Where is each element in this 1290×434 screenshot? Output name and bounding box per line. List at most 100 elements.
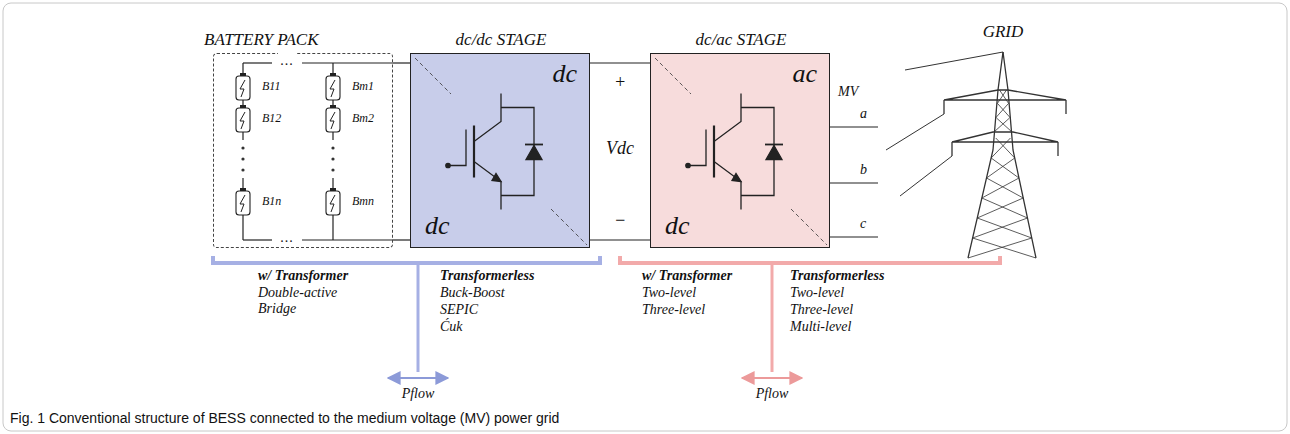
- drawing-part: [417, 263, 420, 372]
- drawing-part: [590, 239, 650, 240]
- drawing-part: [830, 236, 878, 237]
- drawing-part: [241, 157, 244, 160]
- cell-label: Bmn: [352, 195, 374, 209]
- category-heading: w/ Transformer: [642, 268, 732, 284]
- drawing-part: [240, 195, 245, 212]
- converter-box: dc/dc STAGEdcdc: [410, 53, 590, 248]
- drawing-part: [241, 146, 244, 149]
- drawing-part: [732, 174, 741, 182]
- bracket-dcac: [620, 256, 1000, 378]
- drawing-part: [830, 126, 878, 127]
- drawing-part: [243, 239, 272, 240]
- drawing-part: [997, 90, 1007, 104]
- drawing-part: [525, 144, 543, 146]
- topology-name: Three-level: [790, 302, 853, 318]
- port-label: dc: [665, 212, 690, 241]
- drawing-part: [326, 76, 340, 100]
- drawing-part: [551, 209, 587, 245]
- drawing-part: [526, 146, 542, 160]
- cell-label: B11: [262, 80, 280, 94]
- drawing-part: [686, 94, 783, 210]
- drawing-part: [994, 118, 1010, 132]
- phase-label: c: [860, 216, 866, 232]
- drawing-part: [236, 76, 250, 100]
- drawing-part: [943, 100, 944, 114]
- drawing-part: [415, 58, 451, 94]
- drawing-part: [331, 146, 334, 149]
- drawing-part: [240, 80, 245, 97]
- drawing-part: [905, 52, 1003, 70]
- drawing-part: [952, 132, 1058, 142]
- drawing-part: [1000, 90, 1010, 104]
- port-label: dc: [552, 60, 577, 89]
- power-flow-label: Pflow: [402, 386, 435, 402]
- drawing-part: [473, 126, 475, 178]
- drawing-part: [330, 112, 335, 129]
- drawing-part: [655, 58, 691, 94]
- battery-cell: [236, 188, 250, 215]
- battery-cells: [236, 73, 340, 215]
- drawing-part: [951, 142, 952, 156]
- voltage-level: MV: [838, 84, 858, 100]
- topology-name: Two-level: [790, 285, 844, 301]
- drawing-part: [982, 178, 1019, 198]
- port-label: ac: [792, 60, 817, 89]
- drawing-part: [326, 108, 340, 132]
- drawing-part: [830, 182, 878, 183]
- drawing-part: [331, 168, 334, 171]
- topology-name: Buck-Boost: [440, 285, 505, 301]
- stage-heading: dc/ac STAGE: [696, 31, 787, 50]
- power-flow-label: Pflow: [756, 386, 789, 402]
- drawing-part: [996, 104, 1009, 118]
- polarity-sign: +: [614, 72, 626, 93]
- drawing-part: [968, 238, 1032, 258]
- drawing-part: [987, 158, 1015, 178]
- drawing-part: [492, 174, 501, 182]
- drawing-part: [213, 256, 600, 263]
- drawing-part: [977, 198, 1023, 218]
- category-heading: w/ Transformer: [258, 268, 348, 284]
- topology-name: Two-level: [642, 285, 696, 301]
- drawing-part: [474, 162, 501, 210]
- topology-name: Ćuk: [440, 319, 463, 335]
- dc-link-wire: [393, 62, 410, 63]
- drawing-part: [448, 130, 466, 166]
- drawing-part: [713, 126, 715, 178]
- cell-label: B1n: [262, 195, 281, 209]
- drawing-part: [474, 94, 501, 142]
- drawing-part: [766, 146, 782, 160]
- vertical-dots: [241, 146, 334, 171]
- polarity-sign: −: [614, 210, 626, 231]
- drawing-part: [765, 144, 783, 146]
- battery-cell: [326, 188, 340, 215]
- drawing-part: [240, 73, 246, 76]
- topology-name: Multi-level: [790, 319, 851, 335]
- drawing-part: [446, 163, 450, 167]
- drawing-part: [330, 188, 336, 191]
- ellipsis: ...: [278, 53, 296, 69]
- drawing-part: [302, 62, 393, 63]
- drawing-part: [998, 104, 1011, 118]
- ellipsis: ...: [278, 230, 296, 246]
- inverter-box: dc/ac STAGEacdc: [650, 53, 830, 248]
- cell-label: B12: [262, 112, 281, 126]
- drawing-part: [973, 218, 1028, 238]
- drawing-part: [714, 94, 741, 142]
- drawing-part: [330, 80, 335, 97]
- drawing-part: [741, 108, 774, 196]
- drawing-part: [240, 105, 246, 108]
- drawing-part: [393, 239, 410, 240]
- drawing-part: [688, 130, 706, 166]
- drawing-part: [330, 195, 335, 212]
- battery-cell: [236, 73, 250, 100]
- drawing-part: [620, 256, 1000, 263]
- drawing-part: [388, 377, 448, 379]
- dc-link-wire: [590, 62, 650, 63]
- drawing-part: [1065, 100, 1066, 114]
- section-heading: GRID: [983, 22, 1024, 42]
- drawing-part: [330, 105, 336, 108]
- drawing-part: [240, 112, 245, 129]
